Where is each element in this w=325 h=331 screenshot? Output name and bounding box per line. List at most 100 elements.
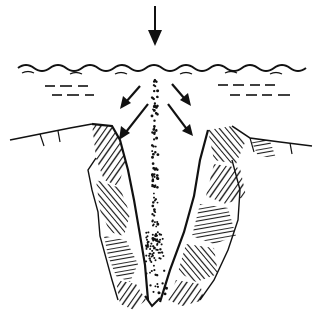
- sediment-dot: [156, 235, 158, 237]
- sediment-dot: [152, 201, 155, 204]
- sediment-dot: [152, 234, 154, 236]
- sediment-dot: [157, 231, 159, 233]
- sediment-dot: [153, 252, 155, 254]
- sediment-dot: [155, 146, 157, 148]
- sediment-dot: [158, 257, 160, 259]
- sediment-dot: [159, 292, 161, 294]
- sediment-dot: [152, 132, 154, 134]
- sediment-dot: [154, 211, 156, 213]
- sediment-dot: [158, 241, 160, 243]
- sediment-dot: [156, 274, 158, 276]
- sediment-dot: [156, 243, 158, 245]
- arrow-down-icon: [148, 6, 162, 46]
- sediment-dot: [154, 285, 156, 287]
- sediment-dot: [151, 250, 153, 252]
- sediment-dot: [152, 178, 154, 180]
- sediment-dot: [152, 255, 154, 257]
- sediment-dot: [153, 265, 155, 267]
- sediment-dot: [153, 98, 155, 100]
- sediment-dot: [149, 253, 151, 255]
- sediment-dot: [158, 252, 160, 254]
- sediment-dot: [162, 238, 164, 240]
- sediment-dot: [153, 269, 155, 271]
- sediment-dot: [152, 219, 154, 221]
- sediment-dot: [162, 255, 164, 257]
- sediment-dot: [145, 260, 147, 262]
- sediment-dot: [155, 226, 157, 228]
- sediment-dot: [152, 291, 154, 293]
- sediment-dot: [152, 153, 155, 156]
- sediment-dot: [155, 198, 157, 200]
- sediment-dot: [150, 243, 152, 245]
- sediment-dot: [156, 177, 159, 180]
- sediment-dot: [153, 109, 156, 112]
- sediment-dot: [152, 185, 155, 188]
- sediment-dot: [153, 257, 155, 259]
- sediment-dot: [151, 213, 153, 215]
- sediment-dot: [153, 197, 155, 199]
- sediment-dot: [149, 272, 151, 274]
- sediment-dot: [154, 102, 156, 104]
- sediment-dot: [148, 255, 150, 257]
- sediment-dot: [147, 231, 149, 233]
- sediment-dot: [152, 162, 155, 165]
- sediment-dot: [156, 221, 158, 223]
- sediment-dot: [153, 90, 155, 92]
- left-bank: [10, 122, 148, 310]
- sediment-dot: [152, 145, 154, 147]
- sediment-dot: [154, 85, 156, 87]
- sediment-dot: [155, 137, 158, 140]
- sediment-dot: [154, 151, 156, 153]
- sediment-dot: [154, 168, 157, 171]
- sediment-dot: [163, 270, 165, 272]
- sediment-dot: [151, 150, 153, 152]
- sediment-dot: [157, 153, 160, 156]
- sediment-dot: [155, 129, 157, 131]
- sediment-dot: [149, 257, 151, 259]
- sediment-dot: [164, 293, 167, 296]
- sediment-column: [145, 79, 168, 295]
- sediment-dot: [155, 259, 157, 261]
- sediment-dot: [161, 282, 163, 284]
- sediment-dot: [153, 119, 155, 121]
- sediment-dot: [161, 252, 163, 254]
- sediment-dot: [146, 248, 148, 250]
- sediment-dot: [152, 224, 154, 226]
- sediment-dot: [155, 80, 157, 82]
- sediment-dot: [159, 248, 161, 250]
- sediment-dot: [157, 96, 159, 98]
- sediment-dot: [157, 202, 159, 204]
- sediment-dot: [149, 284, 151, 286]
- sediment-dot: [160, 234, 162, 236]
- sediment-dot: [151, 115, 154, 118]
- sediment-dot: [157, 286, 159, 288]
- sediment-dot: [151, 270, 153, 272]
- sediment-dot: [156, 113, 159, 116]
- sediment-dot: [156, 89, 159, 92]
- sediment-dot: [153, 138, 155, 140]
- sediment-dot: [152, 240, 154, 242]
- sediment-dot: [165, 287, 168, 290]
- sediment-dot: [153, 193, 155, 195]
- water-surface: [18, 65, 306, 71]
- sediment-dot: [150, 261, 152, 263]
- sediment-dot: [146, 239, 148, 241]
- sediment-dot: [153, 105, 156, 108]
- sediment-dot: [154, 221, 156, 223]
- sediment-dot: [145, 232, 147, 234]
- sediment-dot: [147, 246, 149, 248]
- right-bank: [160, 126, 312, 308]
- sediment-dot: [153, 248, 155, 250]
- sediment-dot: [145, 255, 147, 257]
- sediment-dot: [156, 283, 158, 285]
- sediment-dot: [156, 223, 159, 226]
- sediment-dot: [150, 245, 152, 247]
- sediment-dot: [145, 237, 147, 239]
- sediment-dot: [145, 272, 147, 274]
- sediment-dot: [161, 243, 163, 245]
- sediment-dot: [151, 156, 154, 159]
- sediment-dot: [151, 173, 154, 176]
- sediment-dot: [156, 186, 159, 189]
- sediment-dot: [153, 215, 155, 217]
